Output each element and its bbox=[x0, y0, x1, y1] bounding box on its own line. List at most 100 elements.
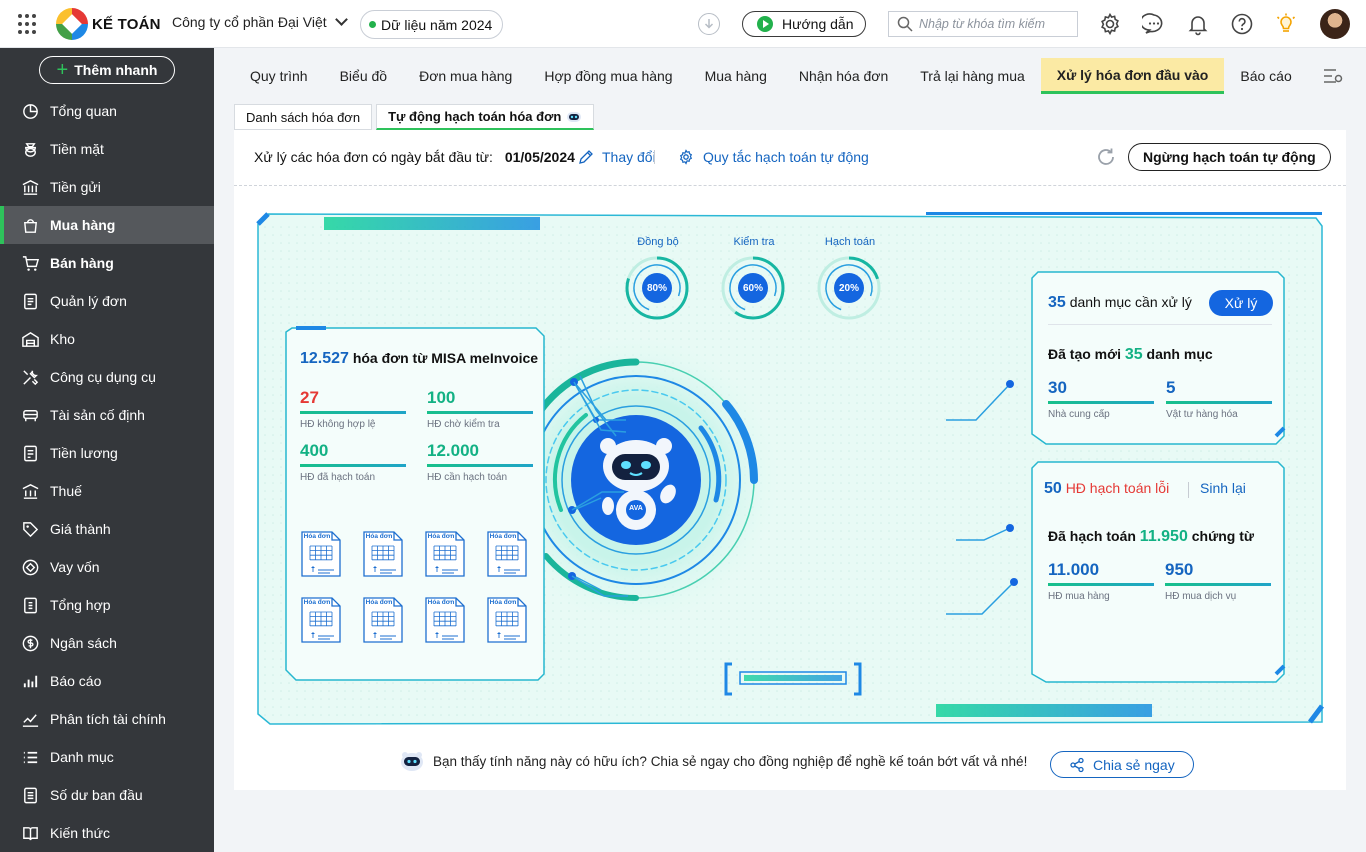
invoice-paper-icon bbox=[425, 531, 465, 577]
settings-gear-icon[interactable] bbox=[1098, 12, 1122, 36]
order-icon bbox=[24, 293, 37, 309]
categories-count-row: 35 danh mục cần xử lý bbox=[1048, 294, 1192, 312]
tab-module-4[interactable]: Mua hàng bbox=[704, 68, 767, 84]
invoice-document-icon: Hóa đơn bbox=[362, 530, 404, 578]
tab-auto-posting[interactable]: Tự động hạch toán hóa đơn bbox=[376, 104, 595, 130]
categories-created-row: Đã tạo mới 35 danh mục bbox=[1048, 346, 1213, 364]
tab-module-5[interactable]: Nhận hóa đơn bbox=[798, 68, 889, 84]
sidebar-item-19[interactable]: Kiến thức bbox=[0, 814, 214, 852]
change-date-link[interactable]: Thay đổi bbox=[578, 149, 656, 165]
share-prompt: Bạn thấy tính năng này có hữu ích? Chia … bbox=[400, 750, 1027, 772]
sidebar-item-label: Vay vốn bbox=[50, 559, 100, 575]
tab-module-7[interactable]: Xử lý hóa đơn đầu vào bbox=[1040, 58, 1225, 94]
app-grid-icon[interactable] bbox=[18, 14, 38, 34]
toolbar: Xử lý các hóa đơn có ngày bắt đầu từ: 01… bbox=[234, 130, 1346, 186]
search-input[interactable] bbox=[919, 17, 1069, 31]
sidebar-item-5[interactable]: Quản lý đơn bbox=[0, 282, 214, 320]
invoice-paper-icon bbox=[301, 597, 341, 643]
cash-icon bbox=[25, 142, 36, 157]
dashboard-frame bbox=[256, 212, 1324, 725]
tab-settings-icon[interactable] bbox=[1322, 66, 1344, 86]
quick-add-label: Thêm nhanh bbox=[74, 62, 158, 78]
sidebar-item-4[interactable]: Bán hàng bbox=[0, 244, 214, 282]
main-panel: Xử lý các hóa đơn có ngày bắt đầu từ: 01… bbox=[234, 130, 1346, 790]
start-date-row: Xử lý các hóa đơn có ngày bắt đầu từ: 01… bbox=[254, 149, 575, 165]
module-tabs: Quy trình Biểu đồ Đơn mua hàng Hợp đồng mua… bbox=[234, 58, 1346, 94]
stage-percent: 60% bbox=[738, 273, 768, 303]
stat-underline bbox=[300, 464, 406, 467]
notification-bell-icon[interactable] bbox=[1186, 12, 1210, 36]
sidebar-item-0[interactable]: Tổng quan bbox=[0, 92, 214, 130]
sidebar-item-label: Tiền gửi bbox=[50, 179, 101, 195]
process-categories-button[interactable]: Xử lý bbox=[1209, 290, 1273, 316]
sidebar-item-15[interactable]: Báo cáo bbox=[0, 662, 214, 700]
app-logo[interactable]: KẾ TOÁN bbox=[56, 8, 161, 40]
sidebar-item-11[interactable]: Giá thành bbox=[0, 510, 214, 548]
sidebar-item-16[interactable]: Phân tích tài chính bbox=[0, 700, 214, 738]
share-now-button[interactable]: Chia sẻ ngay bbox=[1050, 751, 1194, 778]
user-avatar[interactable] bbox=[1320, 9, 1350, 39]
regenerate-label: Sinh lại bbox=[1200, 480, 1246, 496]
warehouse-icon bbox=[22, 331, 39, 347]
sidebar-item-10[interactable]: Thuế bbox=[0, 472, 214, 510]
guide-button[interactable]: Hướng dẫn bbox=[742, 11, 867, 37]
chat-icon[interactable] bbox=[1142, 12, 1166, 36]
sidebar-item-18[interactable]: Số dư ban đầu bbox=[0, 776, 214, 814]
data-year-selector[interactable]: Dữ liệu năm 2024 bbox=[360, 10, 504, 39]
sidebar-item-6[interactable]: Kho bbox=[0, 320, 214, 358]
invoice-paper-icon bbox=[487, 597, 527, 643]
asset-icon bbox=[23, 409, 38, 421]
download-icon[interactable] bbox=[698, 13, 720, 35]
quick-add-button[interactable]: + Thêm nhanh bbox=[39, 56, 175, 84]
categories-card: 35 danh mục cần xử lý Xử lý Đã tạo mới 3… bbox=[1048, 288, 1278, 438]
sidebar-item-label: Thuế bbox=[50, 483, 82, 499]
tab-module-3[interactable]: Hợp đồng mua hàng bbox=[544, 68, 673, 84]
sidebar-item-1[interactable]: Tiền mặt bbox=[0, 130, 214, 168]
categories-count: 35 bbox=[1048, 294, 1066, 311]
bank-icon bbox=[22, 179, 39, 195]
balance-icon bbox=[24, 787, 37, 803]
ava-robot-icon bbox=[600, 438, 676, 530]
sidebar-item-9[interactable]: Tiền lương bbox=[0, 434, 214, 472]
sidebar-item-label: Tổng hợp bbox=[50, 597, 111, 613]
process-categories-label: Xử lý bbox=[1224, 295, 1258, 311]
sidebar-item-17[interactable]: Danh mục bbox=[0, 738, 214, 776]
tab-invoice-list[interactable]: Danh sách hóa đơn bbox=[234, 104, 373, 130]
refresh-icon[interactable] bbox=[1095, 146, 1117, 168]
tab-module-1[interactable]: Biểu đồ bbox=[339, 68, 388, 84]
sidebar-item-12[interactable]: Vay vốn bbox=[0, 548, 214, 586]
stage-progress-ring bbox=[721, 256, 785, 320]
invoice-document-icon: Hóa đơn bbox=[362, 596, 404, 644]
sidebar-item-2[interactable]: Tiền gửi bbox=[0, 168, 214, 206]
sidebar-item-13[interactable]: Tổng hợp bbox=[0, 586, 214, 624]
invoices-total-label: hóa đơn từ MISA meInvoice bbox=[352, 350, 539, 366]
sidebar-item-3[interactable]: Mua hàng bbox=[0, 206, 214, 244]
stat-underline bbox=[427, 464, 533, 467]
stage-percent: 80% bbox=[642, 273, 672, 303]
invoice-paper-icon bbox=[301, 531, 341, 577]
tab-module-6[interactable]: Trả lại hàng mua bbox=[920, 68, 1025, 84]
stat-underline bbox=[1048, 401, 1154, 404]
help-icon[interactable] bbox=[1230, 12, 1254, 36]
gear-icon bbox=[679, 149, 693, 165]
invoice-document-icon: Hóa đơn bbox=[424, 530, 466, 578]
idea-lightbulb-icon[interactable] bbox=[1274, 12, 1298, 36]
misa-logo-icon bbox=[56, 8, 88, 40]
sidebar-item-label: Tổng quan bbox=[50, 103, 117, 119]
company-selector[interactable]: Công ty cổ phần Đại Việt bbox=[172, 13, 348, 30]
sidebar-item-14[interactable]: Ngân sách bbox=[0, 624, 214, 662]
invoices-summary: 12.527 hóa đơn từ MISA meInvoice bbox=[300, 350, 540, 368]
stop-auto-posting-button[interactable]: Ngừng hạch toán tự động bbox=[1128, 143, 1331, 171]
search-box[interactable] bbox=[888, 11, 1078, 37]
posting-rules-link[interactable]: Quy tắc hạch toán tự động bbox=[678, 149, 869, 165]
tab-module-2[interactable]: Đơn mua hàng bbox=[419, 68, 513, 84]
sidebar-item-7[interactable]: Công cụ dụng cụ bbox=[0, 358, 214, 396]
sidebar-item-8[interactable]: Tài sản cố định bbox=[0, 396, 214, 434]
regenerate-link[interactable]: Sinh lại bbox=[1200, 480, 1246, 496]
tab-module-8[interactable]: Báo cáo bbox=[1240, 68, 1292, 84]
sidebar-item-label: Công cụ dụng cụ bbox=[50, 369, 156, 385]
tab-module-0[interactable]: Quy trình bbox=[250, 68, 308, 84]
